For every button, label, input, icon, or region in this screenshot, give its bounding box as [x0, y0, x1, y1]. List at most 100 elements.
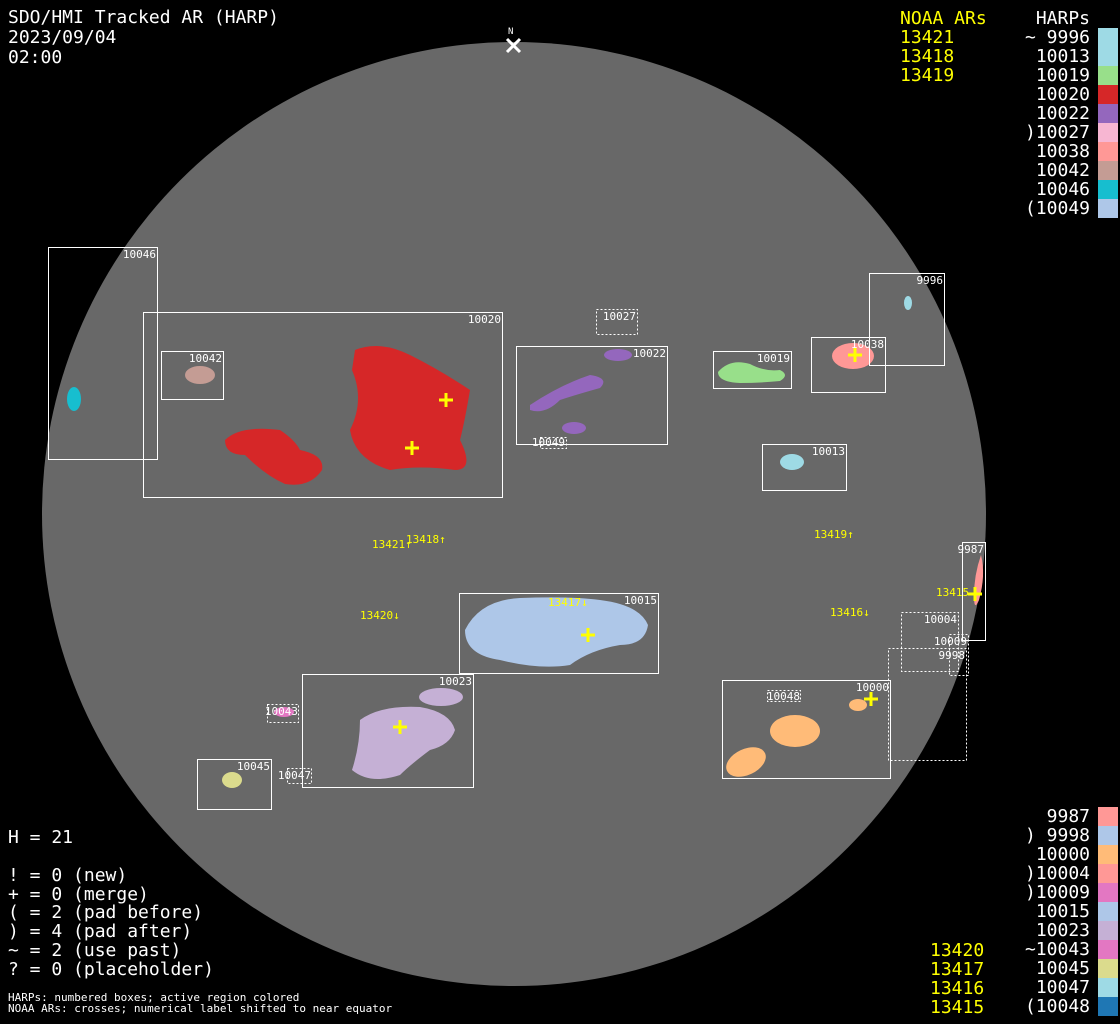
noaa-labels: 13421↑ 13418↑ 13419↑ 13420↓ 13417↓ 13416…: [360, 528, 969, 622]
footer-notes: HARPs: numbered boxes; active region col…: [8, 992, 392, 1014]
svg-text:13418↑: 13418↑: [406, 533, 446, 546]
region-10013: [780, 454, 804, 470]
region-10022-b: [604, 349, 632, 361]
noaa-item: 13419: [900, 65, 955, 86]
svg-text:10042: 10042: [189, 352, 222, 365]
harp-color-swatch: [1098, 921, 1118, 940]
stats-line: ? = 0 (placeholder): [8, 958, 214, 980]
harp-color-swatch: [1098, 826, 1118, 845]
stats-line: ! = 0 (new): [8, 864, 128, 886]
harp-legend-item: ~10043: [1024, 939, 1090, 960]
svg-text:10038: 10038: [851, 338, 884, 351]
stats-line: ( = 2 (pad before): [8, 902, 204, 924]
harp-box-labels: 10046 10020 10042 10027 10022 10049 1001…: [123, 248, 984, 782]
svg-text:13416↓: 13416↓: [830, 606, 870, 619]
harp-legend-item: )10004: [1024, 863, 1090, 884]
harp-color-swatch: [1098, 199, 1118, 218]
svg-text:10009: 10009: [934, 635, 967, 648]
region-10046: [67, 387, 81, 411]
region-10023: [352, 706, 455, 779]
active-regions: [67, 296, 984, 788]
harp-legend-item: (10048: [1024, 996, 1090, 1017]
svg-text:10019: 10019: [757, 352, 790, 365]
harp-color-swatch: [1098, 66, 1118, 85]
svg-text:10048: 10048: [767, 690, 800, 703]
svg-text:9996: 9996: [917, 274, 944, 287]
harp-color-swatch: [1098, 47, 1118, 66]
harp-color-swatch: [1098, 997, 1118, 1016]
region-10023-b: [419, 688, 463, 706]
footer-line: NOAA ARs: crosses; numerical label shift…: [8, 1002, 393, 1015]
harp-legend-item: (10049: [1024, 198, 1090, 219]
region-10015: [465, 597, 648, 667]
harp-legend-item: 10023: [1035, 920, 1090, 941]
noaa-item: 13415: [930, 997, 985, 1018]
harp-color-swatch: [1098, 123, 1118, 142]
harp-color-swatch: [1098, 940, 1118, 959]
region-10045: [222, 772, 242, 788]
stats-line: ) = 4 (pad after): [8, 921, 193, 943]
svg-text:10004: 10004: [924, 613, 957, 626]
region-10042: [185, 366, 215, 384]
svg-text:N: N: [508, 27, 513, 37]
north-marker: N: [505, 27, 522, 54]
svg-text:10023: 10023: [439, 675, 472, 688]
harp-legend-item: 10038: [1035, 141, 1090, 162]
region-10000-c: [849, 699, 867, 711]
harp-legend-item: ~ 9996: [1024, 27, 1090, 48]
svg-text:10015: 10015: [624, 594, 657, 607]
harp-legend-item: )10009: [1024, 882, 1090, 903]
region-10022: [530, 375, 604, 412]
svg-text:13417↓: 13417↓: [548, 596, 588, 609]
noaa-title: NOAA ARs: [900, 8, 987, 29]
harp-legend-item: 10013: [1035, 46, 1090, 67]
harp-color-swatch: [1098, 978, 1118, 997]
svg-text:13421↑: 13421↑: [372, 538, 412, 551]
region-10000-a: [770, 715, 820, 747]
harp-color-swatch: [1098, 807, 1118, 826]
harp-color-swatch: [1098, 864, 1118, 883]
svg-text:10049: 10049: [532, 436, 565, 449]
svg-text:13415: 13415: [936, 586, 969, 599]
time: 02:00: [8, 47, 63, 68]
footer-line: HARPs: numbered boxes; active region col…: [8, 991, 300, 1004]
svg-text:9998: 9998: [939, 649, 966, 662]
harp-color-swatch: [1098, 28, 1118, 47]
svg-text:10045: 10045: [237, 760, 270, 773]
region-10043: [274, 707, 294, 717]
noaa-item: 13420: [930, 940, 985, 961]
date: 2023/09/04: [8, 27, 117, 48]
harp-color-swatch: [1098, 161, 1118, 180]
svg-text:10013: 10013: [812, 445, 845, 458]
harp-legend-item: 9987: [1046, 806, 1090, 827]
noaa-legend-top: NOAA ARs 13421 13418 13419: [900, 9, 987, 85]
noaa-item: 13418: [900, 46, 955, 67]
noaa-legend-bottom: 13420 13417 13416 13415: [930, 941, 984, 1017]
harp-legend-item: 10022: [1035, 103, 1090, 124]
harp-color-swatch: [1098, 959, 1118, 978]
noaa-item: 13421: [900, 27, 955, 48]
harp-color-swatch: [1098, 104, 1118, 123]
region-10020-a: [350, 346, 470, 470]
svg-text:10043: 10043: [265, 705, 298, 718]
harp-legend-item: 10000: [1035, 844, 1090, 865]
noaa-item: 13417: [930, 959, 985, 980]
harp-color-swatch: [1098, 845, 1118, 864]
svg-text:13420↓: 13420↓: [360, 609, 400, 622]
noaa-crosses: [393, 348, 982, 734]
harp-color-swatch: [1098, 180, 1118, 199]
svg-text:10027: 10027: [603, 310, 636, 323]
title: SDO/HMI Tracked AR (HARP): [8, 7, 279, 28]
region-10022-c: [562, 422, 586, 434]
stats-line: ~ = 2 (use past): [8, 939, 182, 961]
region-10020-b: [225, 428, 323, 485]
harp-count: H = 21: [8, 827, 74, 848]
harp-legend-item: 10046: [1035, 179, 1090, 200]
noaa-item: 13416: [930, 978, 985, 999]
svg-text:10000: 10000: [856, 681, 889, 694]
svg-text:10047: 10047: [278, 769, 311, 782]
